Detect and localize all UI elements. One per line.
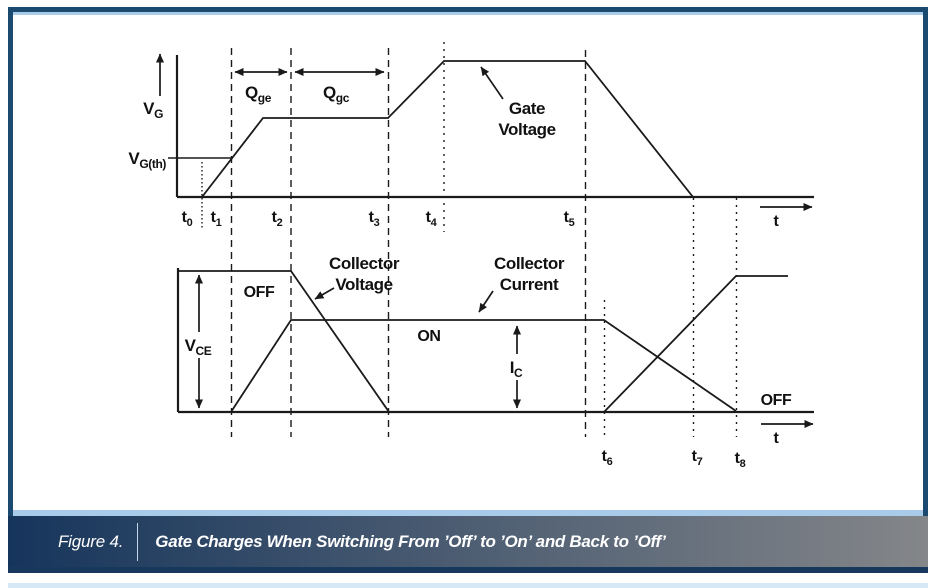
ic-label-mask [502,354,532,380]
collector-current-waveform [230,319,737,413]
off-left-label: OFF [244,284,275,301]
tick-t3: t3 [369,209,380,229]
guide-lines [201,42,738,438]
collector-voltage-label-line2: Voltage [335,275,392,294]
caption-divider [137,522,139,561]
figure-title: Gate Charges When Switching From ’Off’ t… [155,531,666,551]
tick-t2: t2 [272,209,283,229]
top-time-axis-label: t [774,213,780,230]
page-bottom-strip [8,583,928,588]
gate-voltage-label-line2: Voltage [498,120,555,139]
on-label: ON [417,328,440,345]
off-right-label: OFF [761,392,792,409]
vg-axis-label: VG [143,99,163,121]
tick-t7: t7 [692,448,703,468]
caption-bar: Figure 4. Gate Charges When Switching Fr… [8,516,928,567]
tick-t0: t0 [182,209,193,229]
vce-label: VCE [185,336,212,358]
frame-border-right [923,7,928,573]
qge-label: Qge [245,83,272,105]
frame-border-top [8,7,928,12]
tick-t8: t8 [735,450,746,470]
gate-charge-waveform-diagram: VG VG(th) Qge Qgc Gate Voltage t0 t1 t2 … [128,42,814,470]
figure-number-label: Figure 4. [58,531,124,551]
gate-voltage-label-line1: Gate [509,99,545,118]
collector-voltage-pointer-arrow-icon [314,287,335,300]
gate-voltage-waveform [201,60,758,198]
gate-voltage-pointer-arrow-icon [480,66,504,100]
tick-t5: t5 [564,209,575,229]
caption-accent-strip [13,510,923,516]
collector-current-pointer-arrow-icon [478,290,494,313]
collector-current-label-line1: Collector [494,254,565,273]
bottom-time-axis-label: t [774,430,780,447]
frame-border-left [8,7,13,573]
vgth-label: VG(th) [128,149,166,171]
collector-current-label-line2: Current [500,275,559,294]
caption-bottom-edge [8,567,928,573]
vce-label-mask [180,332,217,358]
tick-t4: t4 [426,209,438,229]
qgc-label: Qgc [323,83,350,105]
tick-t6: t6 [602,448,613,468]
collector-voltage-label-line1: Collector [329,254,400,273]
ic-label: IC [510,358,523,380]
tick-t1: t1 [211,209,222,229]
frame-accent-line [13,12,923,15]
collector-voltage-waveform [178,270,788,413]
